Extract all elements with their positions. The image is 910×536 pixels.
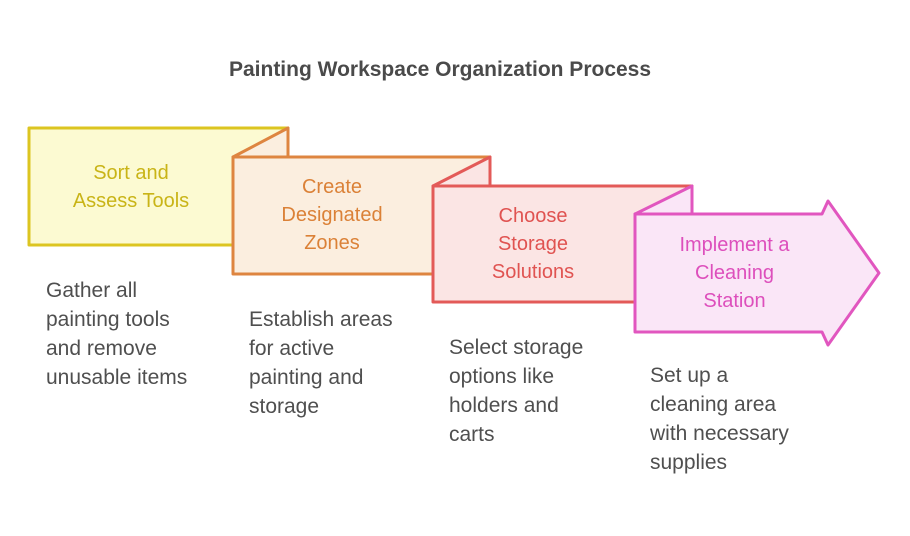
step-3-description: Select storage options like holders and … <box>449 336 584 446</box>
step-2-label: Create Designated Zones <box>281 176 383 254</box>
step-1-label: Sort and Assess Tools <box>72 162 190 212</box>
step-4-arrow-shape <box>633 199 881 347</box>
step-1-description: Gather all painting tools and remove unu… <box>46 279 188 389</box>
step-3-label: Choose Storage Solutions <box>491 205 575 283</box>
diagram-title: Painting Workspace Organization Process <box>228 58 652 81</box>
step-2-description: Establish areas for active painting and … <box>249 308 393 418</box>
step-4-label: Implement a Cleaning Station <box>679 234 790 312</box>
step-4-description: Set up a cleaning area with necessary su… <box>650 364 789 474</box>
